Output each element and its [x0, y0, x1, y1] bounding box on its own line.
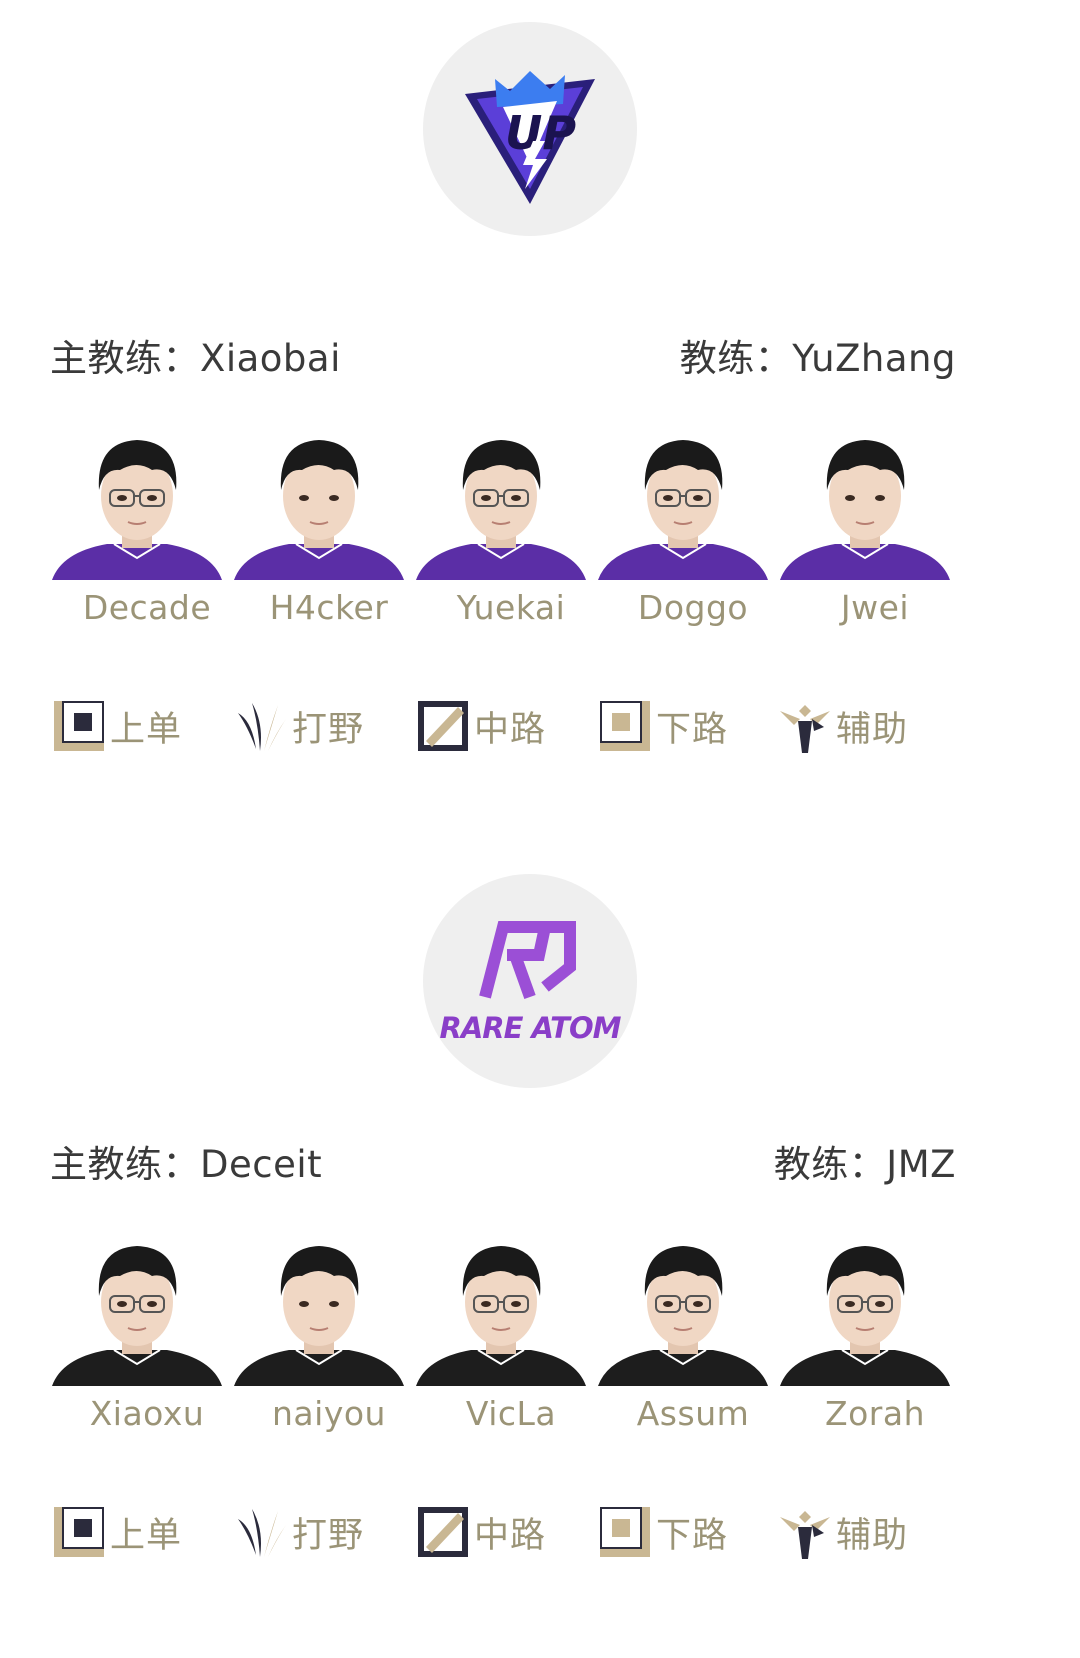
player-card: Jwei — [780, 430, 950, 627]
player-name: Jwei — [840, 588, 910, 627]
team2-role-row: 上单 打野 中路 下路 辅助 — [52, 1500, 1012, 1570]
player-name: Decade — [82, 588, 212, 627]
up-logo-text: UP — [505, 106, 576, 160]
player-portrait — [598, 430, 768, 582]
up-logo-icon: UP — [465, 71, 595, 204]
team1-head-coach: 主教练：Xiaobai — [50, 337, 341, 380]
role-label: 上单 — [110, 1515, 183, 1556]
role-label: 中路 — [474, 1515, 547, 1556]
role-label: 打野 — [292, 709, 365, 750]
player-name: Xiaoxu — [89, 1394, 205, 1433]
player-portrait — [416, 430, 586, 582]
player-name: Yuekai — [456, 588, 566, 627]
player-card: Yuekai — [416, 430, 586, 627]
role-label: 辅助 — [836, 1515, 909, 1556]
role-item: 下路 — [598, 694, 728, 758]
role-item: 上单 — [52, 1500, 182, 1564]
team2-player-row: Xiaoxu naiyou VicLa Assum Zorah — [52, 1236, 992, 1433]
role-label: 打野 — [292, 1515, 365, 1556]
role-item: 打野 — [234, 1500, 364, 1564]
player-name: Doggo — [637, 588, 749, 627]
player-card: Decade — [52, 430, 222, 627]
player-name: H4cker — [269, 588, 389, 627]
player-card: Assum — [598, 1236, 768, 1433]
mid-lane-icon — [416, 697, 472, 755]
team1-role-row: 上单 打野 中路 下路 辅助 — [52, 694, 1012, 764]
bot-lane-icon — [598, 1503, 654, 1561]
role-item: 上单 — [52, 694, 182, 758]
role-label: 下路 — [656, 1515, 729, 1556]
player-name: naiyou — [272, 1394, 386, 1433]
player-portrait — [52, 430, 222, 582]
player-portrait — [780, 1236, 950, 1388]
player-portrait — [234, 1236, 404, 1388]
player-card: Doggo — [598, 430, 768, 627]
team2-head-coach: 主教练：Deceit — [50, 1143, 323, 1186]
role-label: 中路 — [474, 709, 547, 750]
role-item: 打野 — [234, 694, 364, 758]
bot-lane-icon — [598, 697, 654, 755]
player-name: VicLa — [465, 1394, 557, 1433]
role-label: 下路 — [656, 709, 729, 750]
player-portrait — [52, 1236, 222, 1388]
team-rare-atom-logo: RARE ATOM — [423, 874, 637, 1088]
top-lane-icon — [52, 697, 108, 755]
player-card: Xiaoxu — [52, 1236, 222, 1433]
support-icon — [778, 1503, 834, 1561]
jungle-icon — [234, 1503, 290, 1561]
player-card: VicLa — [416, 1236, 586, 1433]
player-portrait — [780, 430, 950, 582]
role-label: 辅助 — [836, 709, 909, 750]
role-item: 中路 — [416, 1500, 546, 1564]
team1-coach: 教练：YuZhang — [679, 337, 956, 380]
player-portrait — [416, 1236, 586, 1388]
role-item: 下路 — [598, 1500, 728, 1564]
jungle-icon — [234, 697, 290, 755]
player-card: H4cker — [234, 430, 404, 627]
team1-player-row: Decade H4cker Yuekai Doggo Jwei — [52, 430, 992, 627]
player-card: naiyou — [234, 1236, 404, 1433]
player-name: Zorah — [824, 1394, 925, 1433]
player-portrait — [234, 430, 404, 582]
player-card: Zorah — [780, 1236, 950, 1433]
team2-coach: 教练：JMZ — [773, 1143, 956, 1186]
player-name: Assum — [636, 1394, 750, 1433]
support-icon — [778, 697, 834, 755]
role-label: 上单 — [110, 709, 183, 750]
player-portrait — [598, 1236, 768, 1388]
role-item: 辅助 — [778, 1500, 908, 1564]
rare-atom-logo-icon — [479, 921, 576, 1000]
mid-lane-icon — [416, 1503, 472, 1561]
role-item: 中路 — [416, 694, 546, 758]
team-up-logo: UP — [423, 22, 637, 236]
role-item: 辅助 — [778, 694, 908, 758]
rare-atom-logo-text: RARE ATOM — [439, 1011, 622, 1045]
top-lane-icon — [52, 1503, 108, 1561]
